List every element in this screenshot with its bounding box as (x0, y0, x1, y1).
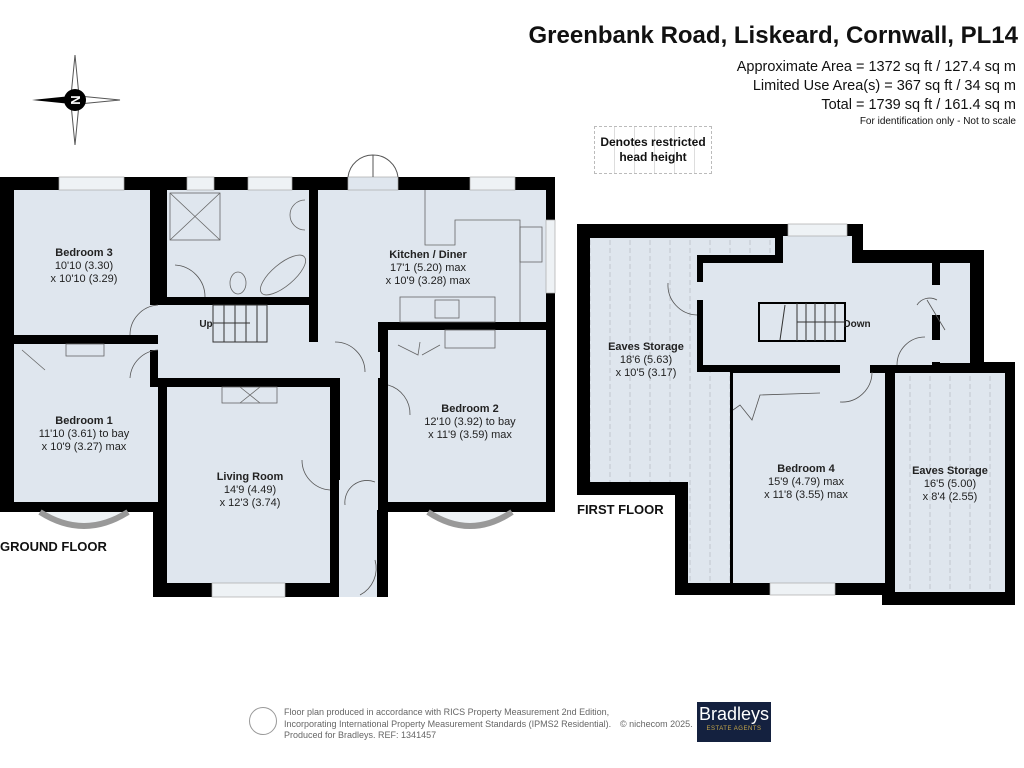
room-name: Bedroom 2 (441, 403, 498, 415)
total-area: Total = 1739 sq ft / 161.4 sq m (821, 97, 1016, 113)
room-name: Kitchen / Diner (389, 249, 467, 261)
room-dim: 16'5 (5.00) (924, 478, 976, 490)
room-dim: 15'9 (4.79) max (768, 476, 845, 488)
first-floor-plan: Down Eaves Storage 18'6 (5.63) x 10'5 (3… (577, 223, 1015, 605)
ground-windows (58, 176, 556, 598)
stairs-up-label: Up (199, 319, 212, 330)
first-room-labels: Eaves Storage 18'6 (5.63) x 10'5 (3.17) … (608, 341, 988, 503)
restricted-height-legend: Denotes restricted head height (594, 126, 712, 174)
ground-door-swings[interactable] (129, 264, 411, 596)
compass-north-label: N (68, 95, 83, 104)
room-dim: 11'10 (3.61) to bay (39, 428, 130, 440)
ground-floor-label: GROUND FLOOR (0, 539, 107, 554)
footer-text: Floor plan produced in accordance with R… (284, 707, 611, 742)
landing-area (703, 263, 932, 365)
copyright: © nichecom 2025. (620, 719, 693, 729)
first-floor-windows (769, 223, 848, 596)
room-dim: 18'6 (5.63) (620, 354, 672, 366)
eaves-storage-left-area (590, 238, 775, 583)
bradleys-logo: Bradleys ESTATE AGENTS (697, 702, 771, 742)
logo-name: Bradleys (698, 704, 770, 724)
footer-line: Floor plan produced in accordance with R… (284, 707, 610, 717)
scale-note: For identification only - Not to scale (859, 116, 1016, 127)
room-name: Bedroom 1 (55, 415, 112, 427)
property-address-title: Greenbank Road, Liskeard, Cornwall, PL14 (528, 22, 1018, 49)
bedroom-4-area (733, 373, 885, 583)
legend-line-2: head height (619, 150, 687, 164)
first-floor-door-swings[interactable] (667, 282, 946, 421)
room-dim: x 11'8 (3.55) max (764, 489, 848, 501)
room-name: Eaves Storage (912, 465, 988, 477)
ground-stairs[interactable] (212, 304, 268, 343)
room-dim: 12'10 (3.92) to bay (424, 416, 516, 428)
french-doors[interactable] (347, 154, 399, 178)
kitchen-diner-area (318, 190, 546, 322)
room-dim: x 10'9 (3.27) max (42, 441, 127, 453)
approximate-area: Approximate Area = 1372 sq ft / 127.4 sq… (736, 59, 1016, 75)
room-dim: x 10'5 (3.17) (616, 367, 677, 379)
eaves-storage-right-area (895, 373, 1005, 592)
porch-area (339, 480, 377, 597)
room-name: Eaves Storage (608, 341, 684, 353)
room-name: Bedroom 4 (777, 463, 835, 475)
first-floor-label: FIRST FLOOR (577, 502, 664, 517)
room-dim: x 12'3 (3.74) (220, 497, 281, 509)
cupboard-area (940, 263, 970, 363)
ground-fixtures (21, 190, 543, 404)
bathroom-area (167, 190, 309, 297)
room-dim: x 11'9 (3.59) max (428, 429, 512, 441)
compass-rose-icon: N (32, 54, 121, 146)
bedroom-1-bay-window (38, 509, 130, 529)
stairs-down-label: Down (843, 319, 870, 330)
limited-use-area: Limited Use Area(s) = 367 sq ft / 34 sq … (752, 78, 1016, 94)
footer-line: Incorporating International Property Mea… (284, 718, 612, 729)
room-dim: 10'10 (3.30) (55, 260, 113, 272)
ground-room-labels: Bedroom 3 10'10 (3.30) x 10'10 (3.29) Ki… (39, 247, 516, 509)
living-room-area (167, 387, 330, 583)
room-dim: 14'9 (4.49) (224, 484, 276, 496)
legend-line-1: Denotes restricted (600, 135, 706, 149)
ground-floor-plan: Up Bedroom 3 (0, 154, 556, 598)
room-dim: x 10'10 (3.29) (51, 273, 118, 285)
room-dim: x 10'9 (3.28) max (386, 275, 471, 287)
logo-sub: ESTATE AGENTS (706, 726, 762, 732)
bedroom-2-bay-window (426, 509, 514, 529)
first-floor-stairs[interactable] (758, 302, 846, 342)
bedroom-2-area (388, 330, 546, 502)
person-icon (249, 707, 277, 735)
area-summary: Approximate Area = 1372 sq ft / 127.4 sq… (737, 58, 1016, 115)
room-name: Living Room (217, 471, 284, 483)
room-name: Bedroom 3 (55, 247, 112, 259)
room-dim: x 8'4 (2.55) (923, 491, 978, 503)
room-dim: 17'1 (5.20) max (390, 262, 467, 274)
footer-line: Produced for Bradleys. REF: 1341457 (284, 730, 437, 740)
